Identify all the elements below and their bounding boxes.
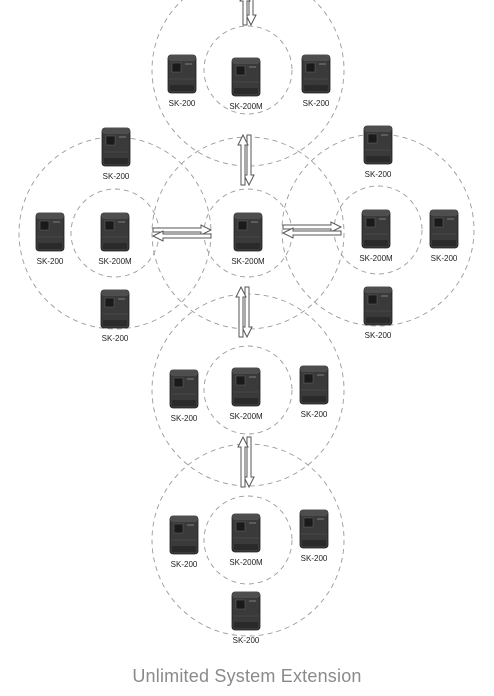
control-panel-device: SK-200M: [98, 212, 132, 266]
control-panel-device: SK-200: [231, 591, 261, 645]
device-label: SK-200: [37, 257, 64, 266]
device-label: SK-200: [301, 554, 328, 563]
double-arrow-icon: [237, 133, 255, 187]
control-panel-device: SK-200M: [229, 367, 263, 421]
device-label: SK-200M: [231, 257, 265, 266]
device-label: SK-200: [233, 636, 260, 645]
inner-range-ring: [203, 25, 293, 115]
device-label: SK-200: [169, 99, 196, 108]
double-arrow-icon: [281, 221, 343, 239]
diagram-caption: Unlimited System Extension: [132, 666, 362, 686]
control-panel-device-icon: [100, 212, 130, 252]
control-panel-device: SK-200: [363, 286, 393, 340]
double-arrow-icon: [239, 0, 257, 27]
control-panel-device-icon: [361, 209, 391, 249]
device-label: SK-200: [365, 170, 392, 179]
control-panel-device-icon: [363, 125, 393, 165]
double-arrow-icon: [235, 285, 253, 339]
control-panel-device-icon: [169, 515, 199, 555]
control-panel-device-icon: [301, 54, 331, 94]
device-label: SK-200: [103, 172, 130, 181]
device-label: SK-200: [303, 99, 330, 108]
control-panel-device: SK-200: [100, 289, 130, 343]
inner-range-ring: [203, 345, 293, 435]
double-arrow-icon: [151, 224, 213, 242]
control-panel-device-icon: [167, 54, 197, 94]
cluster-lower: SK-200 SK-200M SK-200: [169, 365, 329, 423]
device-label: SK-200M: [359, 254, 393, 263]
control-panel-device-icon: [169, 369, 199, 409]
control-panel-device: SK-200: [167, 54, 197, 108]
control-panel-device: SK-200M: [229, 57, 263, 111]
device-label: SK-200M: [229, 102, 263, 111]
control-panel-device-icon: [231, 513, 261, 553]
device-label: SK-200: [171, 560, 198, 569]
control-panel-device-icon: [101, 127, 131, 167]
cluster-top: SK-200 SK-200M SK-200: [167, 54, 331, 111]
device-label: SK-200: [102, 334, 129, 343]
device-label: SK-200M: [98, 257, 132, 266]
control-panel-device-icon: [429, 209, 459, 249]
control-panel-device-icon: [233, 212, 263, 252]
control-panel-device: SK-200M: [231, 212, 265, 266]
control-panel-device-icon: [35, 212, 65, 252]
control-panel-device-icon: [299, 365, 329, 405]
control-panel-device: SK-200: [429, 209, 459, 263]
control-panel-device-icon: [231, 367, 261, 407]
control-panel-device-icon: [100, 289, 130, 329]
control-panel-device-icon: [231, 57, 261, 97]
control-panel-device: SK-200: [363, 125, 393, 179]
cluster-center: SK-200M: [231, 212, 265, 266]
device-label: SK-200: [431, 254, 458, 263]
device-label: SK-200: [365, 331, 392, 340]
control-panel-device-icon: [363, 286, 393, 326]
control-panel-device: SK-200: [169, 369, 199, 423]
control-panel-device-icon: [299, 509, 329, 549]
control-panel-device: SK-200: [299, 365, 329, 419]
control-panel-device: SK-200: [301, 54, 331, 108]
outer-range-ring: [151, 0, 345, 167]
device-label: SK-200M: [229, 558, 263, 567]
control-panel-device: SK-200: [169, 515, 199, 569]
control-panel-device: SK-200M: [229, 513, 263, 567]
device-label: SK-200: [171, 414, 198, 423]
control-panel-device: SK-200: [101, 127, 131, 181]
device-label: SK-200M: [229, 412, 263, 421]
inner-range-ring: [203, 495, 293, 585]
control-panel-device: SK-200: [35, 212, 65, 266]
control-panel-device-icon: [231, 591, 261, 631]
device-label: SK-200: [301, 410, 328, 419]
double-arrow-icon: [237, 435, 255, 489]
control-panel-device: SK-200M: [359, 209, 393, 263]
control-panel-device: SK-200: [299, 509, 329, 563]
